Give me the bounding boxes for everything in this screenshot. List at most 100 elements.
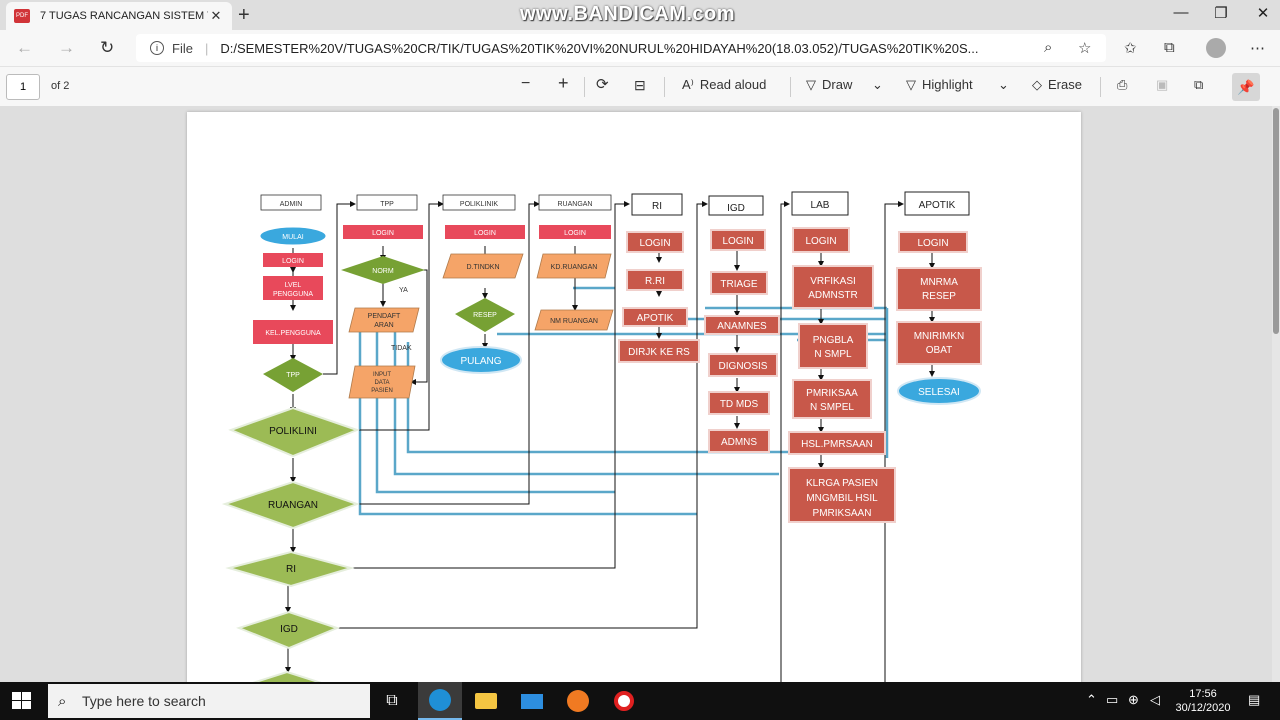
read-aloud-button[interactable]: A⁾Read aloud	[682, 77, 766, 93]
tpp-login: LOGIN	[372, 230, 394, 237]
profile-avatar[interactable]	[1206, 38, 1226, 58]
ri-dirjk: DIRJK KE RS	[628, 347, 690, 358]
igd-tdmds: TD MDS	[720, 399, 759, 410]
pdf-toolbar: 1 of 2 − + ⟳ ⊟ A⁾Read aloud ▽Draw ⌄ ▽ Hig…	[0, 66, 1280, 106]
header-admin: ADMIN	[280, 201, 303, 208]
lab-klr-2: MNGMBIL HSIL	[806, 493, 878, 504]
divider	[790, 77, 791, 97]
ri-login: LOGIN	[639, 238, 670, 249]
lab-pmr-2: N SMPEL	[810, 402, 854, 413]
poli-tindkn: D.TINDKN	[466, 264, 499, 271]
ruangan-nm: NM RUANGAN	[550, 318, 598, 325]
taskbar-search-box[interactable]: ⌕ Type here to search	[48, 684, 370, 718]
erase-button[interactable]: ◇Erase	[1032, 77, 1082, 93]
taskbar: ⌕ Type here to search ⧉ ⌃ ▭ ⊕ ◁ 17:56 30…	[0, 682, 1280, 720]
collections-icon[interactable]: ⧉	[1164, 39, 1175, 56]
scroll-thumb[interactable]	[1273, 108, 1279, 334]
favorite-star-icon[interactable]: ☆	[1078, 40, 1092, 57]
header-ri: RI	[652, 201, 662, 212]
network-icon[interactable]: ⊕	[1128, 692, 1139, 707]
minimize-icon[interactable]: —	[1173, 4, 1189, 21]
highlight-label: Highlight	[922, 77, 973, 92]
system-clock[interactable]: 17:56 30/12/2020	[1172, 687, 1234, 715]
page-count: of 2	[51, 80, 70, 92]
mail-icon[interactable]	[510, 682, 554, 720]
admin-igd: IGD	[280, 624, 298, 635]
more-menu-icon[interactable]: ⋯	[1250, 40, 1265, 57]
close-window-icon[interactable]: ✕	[1256, 5, 1270, 22]
edge-browser-icon[interactable]	[418, 682, 462, 720]
tpp-pendaft-2: ARAN	[374, 322, 393, 329]
bandicam-record-icon[interactable]	[602, 682, 646, 720]
divider	[1100, 77, 1101, 97]
header-igd: IGD	[727, 203, 745, 214]
lab-login: LOGIN	[805, 236, 836, 247]
igd-dignosis: DIGNOSIS	[719, 361, 768, 372]
forward-arrow-icon[interactable]: →	[58, 38, 75, 57]
draw-dropdown-icon[interactable]: ⌄	[872, 77, 883, 92]
file-explorer-icon[interactable]	[464, 682, 508, 720]
admin-level-1: LVEL	[285, 282, 302, 289]
file-label: File	[172, 40, 193, 56]
vertical-scrollbar[interactable]	[1272, 106, 1280, 682]
zoom-out-icon[interactable]: −	[521, 75, 531, 92]
rotate-icon[interactable]: ⟳	[596, 76, 609, 93]
igd-admns: ADMNS	[721, 437, 757, 448]
tab-strip: PDF 7 TUGAS RANCANGAN SISTEM T ✕ + www.B…	[0, 0, 1280, 30]
favorites-list-icon[interactable]: ✩	[1124, 40, 1137, 57]
admin-tpp: TPP	[286, 372, 300, 379]
igd-anamnes: ANAMNES	[717, 321, 767, 332]
highlight-icon: ▽	[906, 77, 916, 92]
apotik-mnk-2: OBAT	[926, 345, 952, 356]
battery-icon[interactable]: ▭	[1106, 692, 1119, 707]
notification-icon[interactable]: ▤	[1248, 692, 1261, 707]
tpp-tidak: TIDAK	[391, 345, 412, 352]
fit-page-icon[interactable]: ⊟	[634, 77, 646, 93]
new-tab-icon[interactable]: +	[238, 4, 250, 26]
zoom-icon[interactable]: ⌕	[1044, 39, 1053, 56]
save-icon[interactable]: ▣	[1156, 77, 1169, 92]
ruangan-login: LOGIN	[564, 230, 586, 237]
volume-icon[interactable]: ◁	[1150, 692, 1160, 707]
back-arrow-icon[interactable]: ←	[16, 38, 33, 57]
apotik-mnk-1: MNIRIMKN	[914, 331, 965, 342]
firefox-icon[interactable]	[556, 682, 600, 720]
apotik-selesai: SELESAI	[918, 387, 960, 398]
poliklinik-column: LOGIN D.TINDKN RESEP PULANG	[440, 225, 525, 374]
windows-start-icon[interactable]	[12, 692, 32, 710]
browser-tab[interactable]: PDF 7 TUGAS RANCANGAN SISTEM T ✕	[6, 2, 232, 30]
highlight-button[interactable]: ▽ Highlight	[906, 77, 973, 93]
lab-png-2: N SMPL	[814, 349, 852, 360]
tpp-ya: YA	[399, 287, 408, 294]
tray-chevron-icon[interactable]: ⌃	[1086, 692, 1097, 707]
draw-button[interactable]: ▽Draw	[806, 77, 852, 93]
apotik-mnr-2: RESEP	[922, 291, 956, 302]
pdf-viewer[interactable]: ADMIN TPP POLIKLINIK RUANGAN RI IGD LAB …	[0, 106, 1272, 682]
poli-resep: RESEP	[473, 312, 497, 319]
ri-column: LOGIN R.RI APOTIK DIRJK KE RS	[618, 231, 700, 363]
column-headers: ADMIN TPP POLIKLINIK RUANGAN RI IGD LAB …	[260, 191, 970, 216]
restore-icon[interactable]: ❐	[1214, 5, 1228, 22]
page-number-input[interactable]: 1	[6, 74, 40, 100]
info-icon[interactable]: i	[150, 41, 164, 55]
tpp-input-3: PASIEN	[371, 388, 393, 394]
admin-mulai: MULAI	[282, 234, 303, 241]
lab-hsl: HSL.PMRSAAN	[801, 439, 873, 450]
task-view-icon[interactable]: ⧉	[386, 692, 398, 709]
draw-label: Draw	[822, 77, 853, 92]
zoom-in-icon[interactable]: +	[558, 73, 569, 93]
tab-title: 7 TUGAS RANCANGAN SISTEM T	[40, 10, 208, 22]
refresh-icon[interactable]: ↻	[100, 38, 115, 57]
clock-date: 30/12/2020	[1175, 702, 1231, 714]
url-text: D:/SEMESTER%20V/TUGAS%20CR/TIK/TUGAS%20T…	[220, 40, 979, 56]
save-as-icon[interactable]: ⧉	[1194, 77, 1204, 92]
address-input[interactable]: i File | D:/SEMESTER%20V/TUGAS%20CR/TIK/…	[136, 34, 1106, 62]
tpp-input-1: INPUT	[373, 372, 391, 378]
tpp-column: LOGIN NORM YA PENDAFT ARAN TIDAK INPUT D…	[341, 225, 425, 399]
highlight-dropdown-icon[interactable]: ⌄	[998, 77, 1009, 92]
close-tab-icon[interactable]: ✕	[210, 8, 222, 23]
ri-apotik: APOTIK	[637, 313, 674, 324]
pin-toolbar-icon[interactable]: 📌	[1232, 73, 1260, 101]
admin-poliklini: POLIKLINI	[269, 426, 317, 437]
print-icon[interactable]: ⎙	[1117, 77, 1128, 92]
